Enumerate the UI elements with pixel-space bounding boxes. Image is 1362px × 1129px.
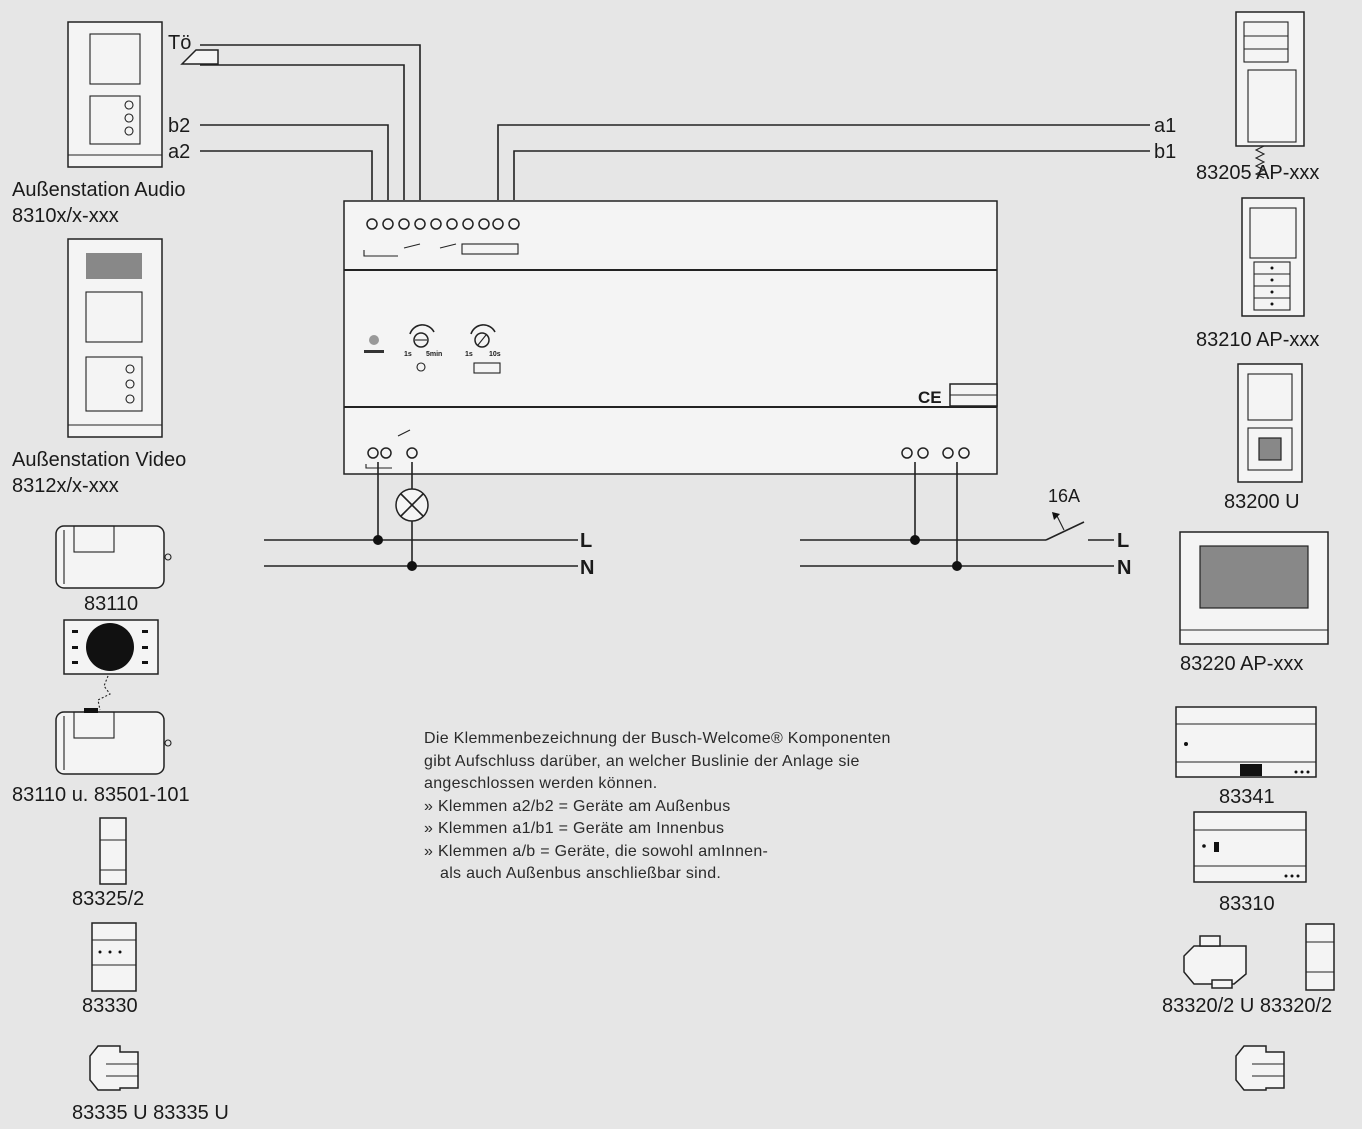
top-terminals <box>363 218 520 257</box>
din-83341-icon <box>1175 706 1317 778</box>
flush-box-83501-icon <box>55 708 172 775</box>
d83110-label: 83110 <box>84 593 138 615</box>
d83330-label: 83330 <box>82 995 138 1017</box>
video-panel-icon <box>1179 531 1329 645</box>
audio-indoor-station-icon <box>1235 11 1305 179</box>
din-83320-icon <box>1305 923 1335 991</box>
wire-label-a1: a1 <box>1154 115 1176 137</box>
door-opener-label: Tö <box>168 32 191 54</box>
wire-label-b2: b2 <box>168 115 190 137</box>
mains-wiring: L N 16A L N <box>264 462 1131 579</box>
neutral-label-right: N <box>1117 557 1131 579</box>
pot1-max-label: 5min <box>426 351 442 358</box>
d83200-label: 83200 U <box>1224 491 1300 513</box>
d83335-label: 83335 U 83335 U <box>72 1102 229 1124</box>
wire-label-b1: b1 <box>1154 141 1176 163</box>
phase-label-left: L <box>580 530 592 552</box>
video-station-name: Außenstation Video <box>12 449 186 471</box>
info-line: » Klemmen a1/b1 = Geräte am Innenbus <box>424 820 725 837</box>
d83310-label: 83310 <box>1219 893 1275 915</box>
lamp-icon <box>395 488 429 522</box>
d83220-label: 83220 AP-xxx <box>1180 653 1303 675</box>
status-led <box>369 335 379 345</box>
audio-station-code: 8310x/x-xxx <box>12 205 119 227</box>
video-indoor-station-icon <box>1241 197 1305 317</box>
pot2-max-label: 10s <box>489 351 501 358</box>
d83110u-label: 83110 u. 83501-101 <box>12 784 190 806</box>
video-station-code: 8312x/x-xxx <box>12 475 119 497</box>
info-line: angeschlossen werden können. <box>424 775 658 792</box>
flush-box-83110-icon <box>55 525 172 589</box>
d83210-label: 83210 AP-xxx <box>1196 329 1319 351</box>
flush-module-83335-icon <box>89 1045 139 1091</box>
pot2-min-label: 1s <box>465 351 473 358</box>
info-line: als auch Außenbus anschließbar sind. <box>440 865 722 882</box>
flush-indoor-station-icon <box>1237 363 1303 483</box>
control-module: 1s 5min 1s 10s CE <box>343 200 998 475</box>
audio-outdoor-station-icon <box>67 21 163 168</box>
info-line: » Klemmen a/b = Geräte, die sowohl amInn… <box>424 842 769 860</box>
fuse-label: 16A <box>1048 486 1080 506</box>
d83341-label: 83341 <box>1219 786 1275 808</box>
phase-label-right: L <box>1117 530 1129 552</box>
terminal-info-note: Die Klemmenbezeichnung der Busch-Welcome… <box>424 728 984 886</box>
din-83310-icon <box>1193 811 1307 883</box>
audio-station-name: Außenstation Audio <box>12 179 185 201</box>
info-line: Die Klemmenbezeichnung der Busch-Welcome… <box>424 730 891 747</box>
ce-mark: CE <box>918 388 942 407</box>
d83205-label: 83205 AP-xxx <box>1196 162 1319 184</box>
d83320-label: 83320/2 U 83320/2 <box>1162 995 1332 1017</box>
wire-label-a2: a2 <box>168 141 190 163</box>
flush-module-83320-icon <box>1183 935 1247 989</box>
door-opener-icon <box>180 49 219 65</box>
din-83330-icon <box>91 922 137 992</box>
din-83325-icon <box>99 817 127 885</box>
speaker-module-icon <box>63 619 159 711</box>
pot1-min-label: 1s <box>404 351 412 358</box>
info-line: gibt Aufschluss darüber, an welcher Busl… <box>424 752 860 770</box>
info-line: » Klemmen a2/b2 = Geräte am Außenbus <box>424 797 731 815</box>
d83325-label: 83325/2 <box>72 888 144 910</box>
flush-module-right-icon <box>1235 1045 1285 1091</box>
neutral-label-left: N <box>580 557 594 579</box>
bus-wires <box>180 44 1150 200</box>
timer-pot-1[interactable] <box>409 324 435 348</box>
video-outdoor-station-icon <box>67 238 163 438</box>
timer-pot-2[interactable] <box>470 324 496 348</box>
